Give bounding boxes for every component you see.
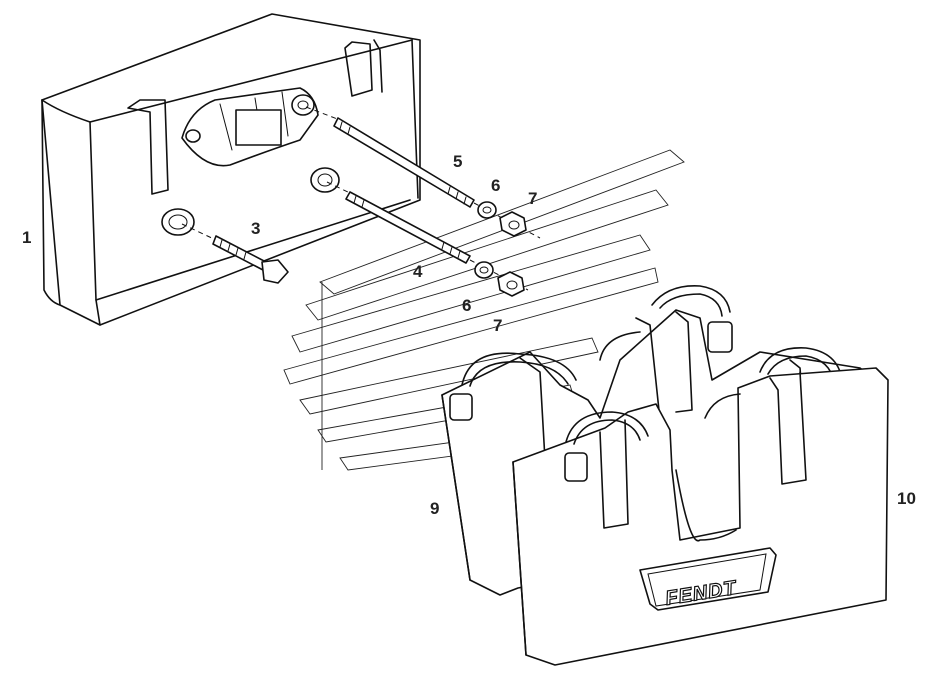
callout-7-lower: 7 xyxy=(493,316,502,335)
callout-labels: 1 3 4 5 6 6 7 7 9 10 xyxy=(22,152,916,518)
callout-1: 1 xyxy=(22,228,31,247)
callout-3: 3 xyxy=(251,219,260,238)
callout-6-upper: 6 xyxy=(491,176,500,195)
callout-9: 9 xyxy=(430,499,439,518)
callout-5: 5 xyxy=(453,152,462,171)
callout-7-upper: 7 xyxy=(528,189,537,208)
bolt-part-3 xyxy=(181,223,289,284)
callout-4: 4 xyxy=(413,262,423,281)
suitcase-weight-part-10: FENDT xyxy=(512,367,889,666)
callout-10: 10 xyxy=(897,489,916,508)
washer-part-6-lower xyxy=(474,261,494,279)
nut-part-7-lower xyxy=(497,271,525,297)
nut-part-7-upper xyxy=(499,211,527,237)
weight-block-part-1 xyxy=(41,13,421,326)
callout-6-lower: 6 xyxy=(462,296,471,315)
stud-part-4 xyxy=(326,181,529,291)
washer-part-6-upper xyxy=(477,201,497,219)
